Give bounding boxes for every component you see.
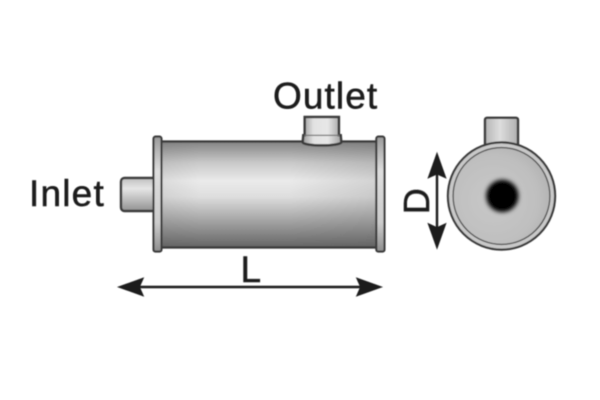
svg-text:L: L <box>241 249 262 290</box>
svg-text:Inlet: Inlet <box>29 173 105 214</box>
svg-text:Outlet: Outlet <box>273 76 378 117</box>
svg-text:D: D <box>396 188 437 214</box>
